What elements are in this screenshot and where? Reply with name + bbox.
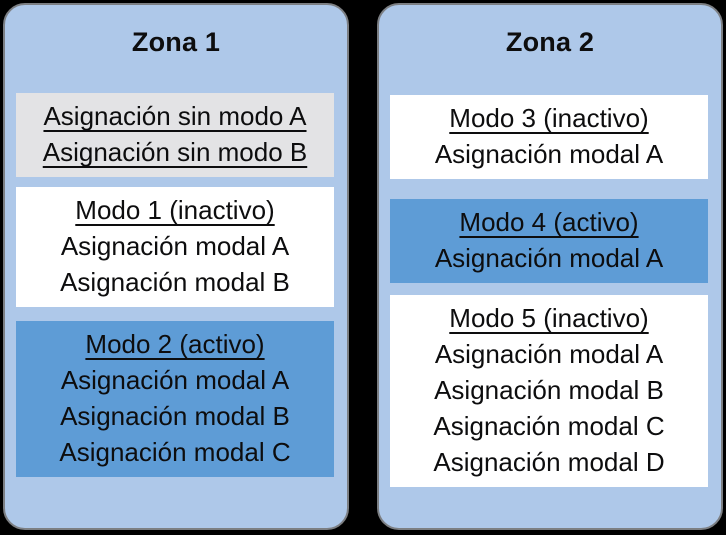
modal-assignment: Asignación modal C xyxy=(59,437,291,467)
modal-assignment: Asignación modal A xyxy=(60,231,290,261)
mode-header: Modo 1 (inactivo) xyxy=(75,195,275,225)
modal-assignment: Asignación modal A xyxy=(434,139,664,169)
zone-2: Zona 2 Modo 3 (inactivo) Asignación moda… xyxy=(377,3,723,530)
modeless-assignment: Asignación sin modo A xyxy=(43,101,307,131)
modal-assignment: Asignación modal C xyxy=(433,411,665,441)
modal-assignment: Asignación modal B xyxy=(60,401,290,431)
zone-1-mode-1-block: Modo 1 (inactivo) Asignación modal A Asi… xyxy=(16,187,334,307)
mode-header: Modo 2 (activo) xyxy=(85,329,265,359)
mode-header: Modo 3 (inactivo) xyxy=(449,103,649,133)
zone-2-mode-3-block: Modo 3 (inactivo) Asignación modal A xyxy=(390,95,708,179)
mode-header: Modo 5 (inactivo) xyxy=(449,303,649,333)
modal-assignment: Asignación modal D xyxy=(433,447,665,477)
zone-2-mode-4-block: Modo 4 (activo) Asignación modal A xyxy=(390,199,708,283)
modal-assignment: Asignación modal A xyxy=(434,243,664,273)
modal-assignment: Asignación modal B xyxy=(434,375,664,405)
modal-assignment: Asignación modal A xyxy=(434,339,664,369)
zone-1-mode-2-block: Modo 2 (activo) Asignación modal A Asign… xyxy=(16,321,334,477)
zone-1-title: Zona 1 xyxy=(131,27,221,57)
zone-2-mode-5-block: Modo 5 (inactivo) Asignación modal A Asi… xyxy=(390,295,708,487)
modal-assignment: Asignación modal A xyxy=(60,365,290,395)
zone-2-title: Zona 2 xyxy=(505,27,595,57)
zone-1: Zona 1 Asignación sin modo A Asignación … xyxy=(3,3,349,530)
modeless-assignment: Asignación sin modo B xyxy=(42,137,308,167)
mode-header: Modo 4 (activo) xyxy=(459,207,639,237)
modal-assignment: Asignación modal B xyxy=(60,267,290,297)
zone-1-modeless-block: Asignación sin modo A Asignación sin mod… xyxy=(16,93,334,177)
